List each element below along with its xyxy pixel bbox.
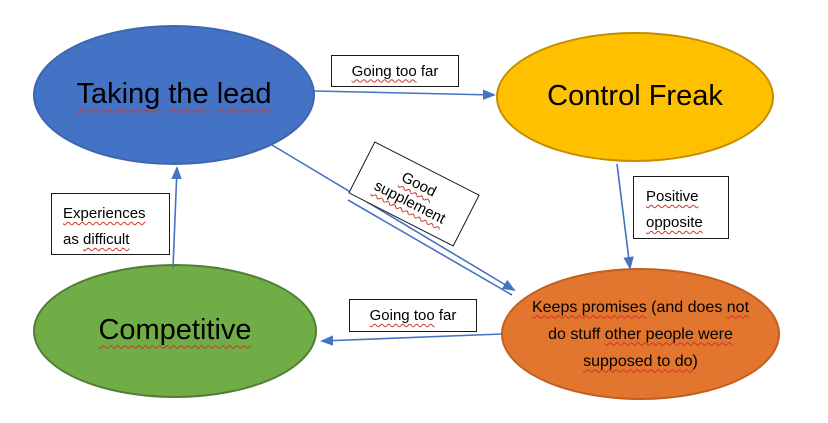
arrow-competitive-to-lead (171, 166, 182, 269)
node-taking-the-lead: Taking the lead (33, 25, 315, 165)
edge-label-good-supplement: Good supplement (348, 141, 480, 247)
node-taking-the-lead-label: Taking the lead (76, 78, 272, 111)
experiences-line-1: Experiences (63, 205, 146, 222)
node-control-freak-label: Control Freak (547, 80, 723, 113)
node-competitive: Competitive (33, 264, 317, 398)
edge-label-going-too-far-bottom-text: Going too far (369, 307, 457, 324)
edge-label-positive-opposite: Positive opposite (633, 176, 729, 239)
keeps-promises-line-3: supposed to do) (583, 352, 698, 370)
arrow-lead-to-control-freak (313, 89, 496, 100)
arrow-control-freak-to-keeps-promises (616, 163, 634, 270)
positive-opposite-line-2: opposite (646, 214, 703, 231)
edge-label-going-too-far-top: Going too far (331, 55, 459, 87)
node-keeps-promises-label: Keeps promises (and does not do stuff ot… (511, 294, 771, 375)
edge-label-going-too-far-bottom: Going too far (349, 299, 477, 332)
keeps-promises-line-1: Keeps promises (and does not (531, 298, 750, 316)
node-keeps-promises: Keeps promises (and does not do stuff ot… (501, 268, 780, 400)
positive-opposite-line-1: Positive (646, 188, 699, 205)
edge-label-going-too-far-top-text: Going too far (351, 62, 439, 80)
node-control-freak: Control Freak (496, 32, 774, 162)
experiences-line-2: as difficult (63, 231, 130, 248)
keeps-promises-line-2: do stuff other people were (548, 325, 733, 343)
arrow-keeps-promises-to-competitive (320, 333, 503, 346)
edge-label-experiences-as-difficult: Experiences as difficult (51, 193, 170, 255)
node-competitive-label: Competitive (98, 314, 252, 347)
